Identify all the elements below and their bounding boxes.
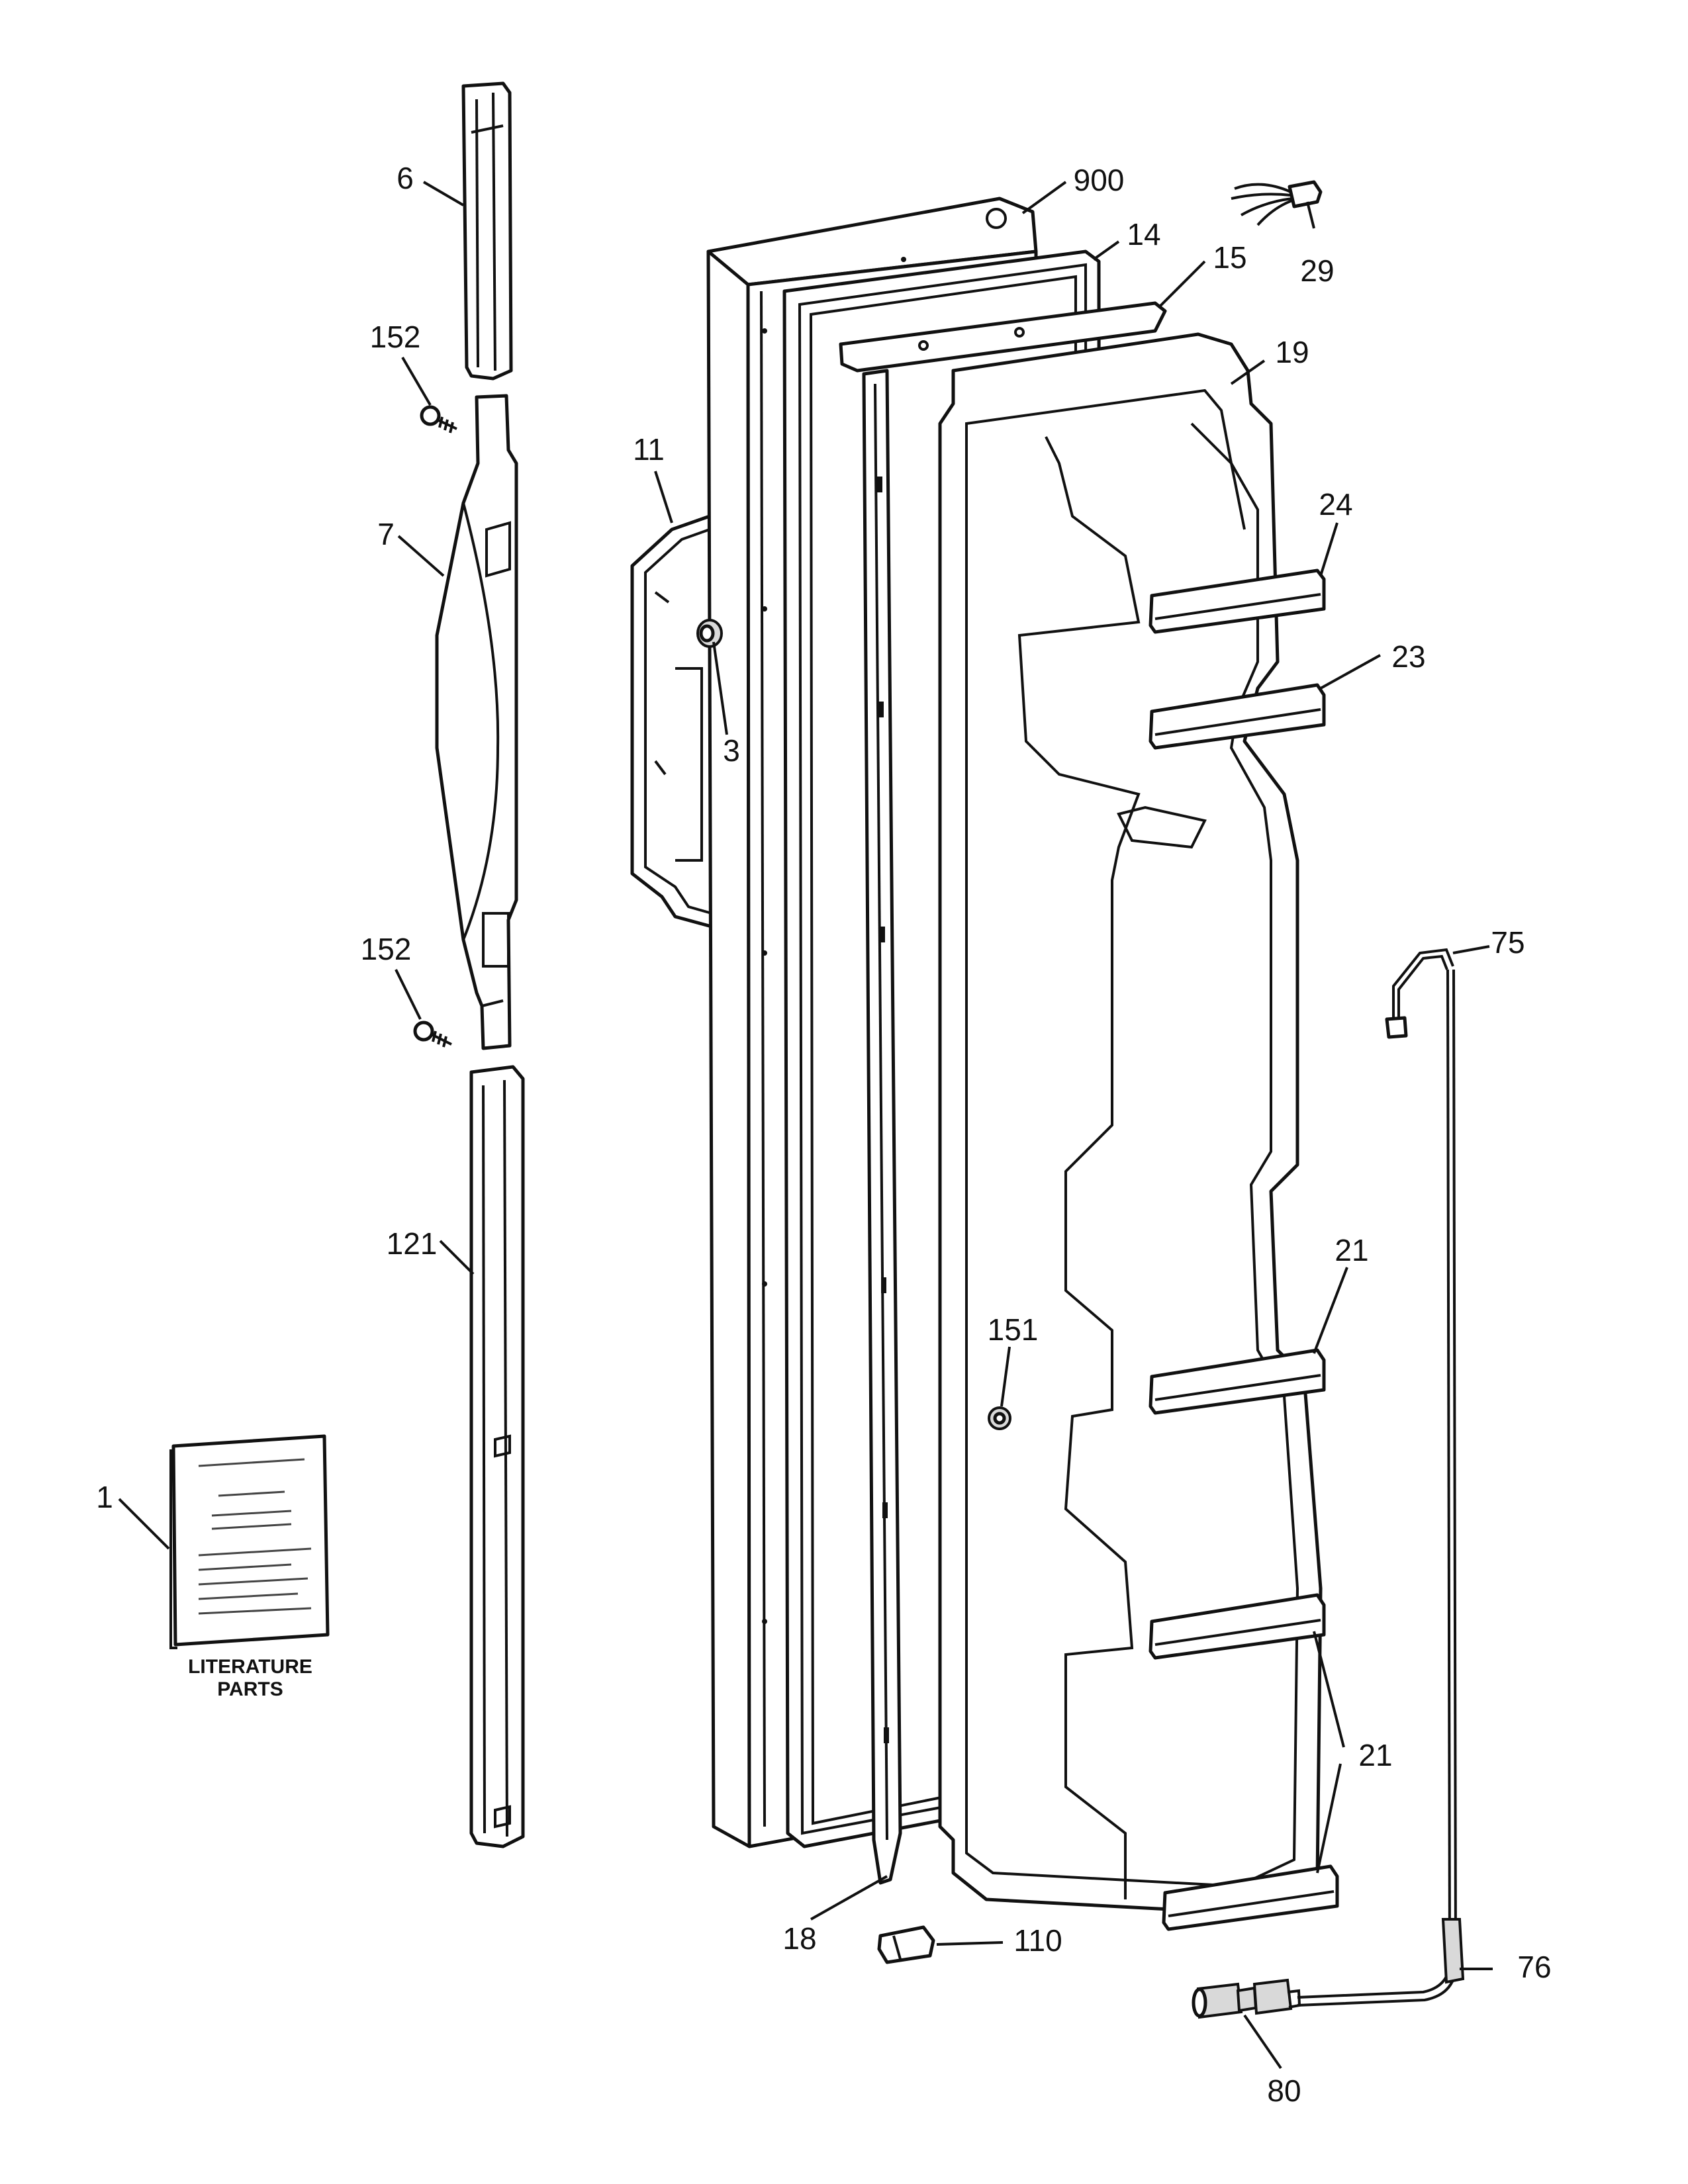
part-6-top-trim xyxy=(461,81,513,381)
part-80-tube-fitting xyxy=(1192,1978,1301,2019)
part-29-wire-harness xyxy=(1231,180,1323,226)
part-151-screw xyxy=(988,1406,1011,1430)
callout-121: 121 xyxy=(387,1226,438,1261)
callout-76: 76 xyxy=(1517,1950,1551,1984)
part-23-shelf-rail xyxy=(1149,683,1326,750)
callout-110: 110 xyxy=(1013,1923,1062,1958)
part-18-side-strip xyxy=(862,369,902,1885)
part-1-literature-booklet xyxy=(169,1434,330,1649)
callout-21-lower: 21 xyxy=(1358,1738,1392,1772)
part-3-plug xyxy=(696,619,723,648)
callout-152-upper: 152 xyxy=(370,320,421,354)
part-152-screw-lower xyxy=(413,1021,452,1048)
callout-3: 3 xyxy=(723,733,740,768)
part-21-shelf-rail-middle xyxy=(1149,1593,1326,1660)
callout-75: 75 xyxy=(1491,925,1524,960)
part-15-top-strip xyxy=(839,301,1167,373)
callout-151: 151 xyxy=(988,1312,1039,1347)
leader-lines xyxy=(118,181,1493,2070)
part-11-mount-bracket xyxy=(630,514,714,929)
part-7-handle xyxy=(435,394,518,1050)
callout-18: 18 xyxy=(782,1921,816,1956)
part-19-door-liner xyxy=(938,332,1323,1915)
callout-15: 15 xyxy=(1213,240,1246,275)
callout-24: 24 xyxy=(1319,487,1352,522)
part-121-bottom-trim xyxy=(469,1065,525,1848)
callout-29: 29 xyxy=(1300,253,1334,288)
part-24-shelf-rail xyxy=(1149,569,1326,634)
part-110-plug xyxy=(877,1925,935,1964)
callout-1: 1 xyxy=(96,1480,113,1514)
callout-14: 14 xyxy=(1127,217,1160,251)
callout-152-lower: 152 xyxy=(361,932,412,966)
part-21-shelf-rail-lower xyxy=(1162,1864,1339,1931)
part-21-shelf-rail-upper xyxy=(1149,1348,1326,1415)
callout-11: 11 xyxy=(633,432,665,467)
callout-21-upper: 21 xyxy=(1335,1233,1368,1267)
part-76-water-tube-lower xyxy=(1297,1918,1465,2007)
callout-7: 7 xyxy=(377,517,395,551)
part-152-screw-upper xyxy=(420,405,457,433)
callout-900: 900 xyxy=(1074,163,1125,197)
literature-caption-line1: LITERATURE xyxy=(188,1656,312,1678)
callout-6: 6 xyxy=(397,161,414,195)
callout-23: 23 xyxy=(1391,639,1425,674)
callout-80: 80 xyxy=(1267,2073,1301,2108)
literature-caption-line2: PARTS xyxy=(217,1678,283,1700)
callout-19: 19 xyxy=(1275,335,1309,369)
part-75-water-tube xyxy=(1385,948,1457,1956)
